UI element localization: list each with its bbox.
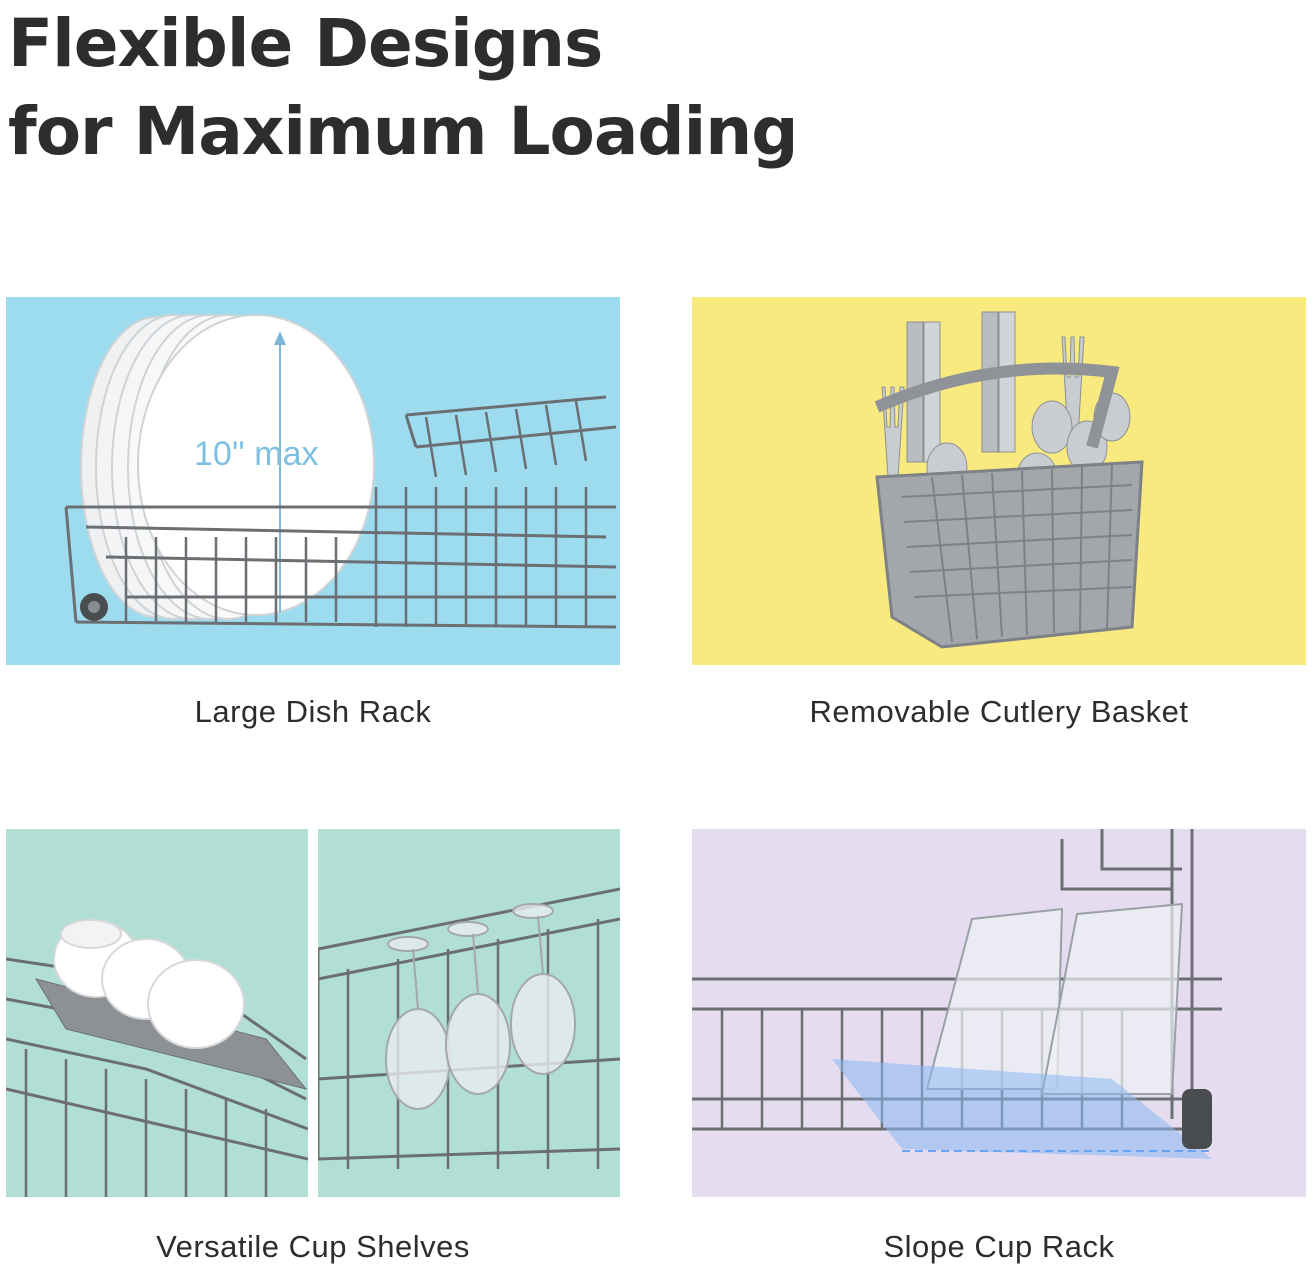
dish-rack-image: 10'' max — [6, 297, 620, 665]
title-line-2: for Maximum Loading — [8, 93, 799, 170]
title-line-1: Flexible Designs — [8, 5, 603, 82]
cup-shelves-icon — [6, 829, 308, 1197]
cutlery-basket-image — [692, 297, 1306, 665]
page-title: Flexible Designs for Maximum Loading — [8, 0, 799, 176]
dish-rack-icon: 10'' max — [6, 297, 620, 665]
caption-large-dish-rack: Large Dish Rack — [194, 694, 432, 729]
cup-shelf-image-left — [6, 829, 308, 1197]
slope-cup-rack-icon — [692, 829, 1306, 1197]
size-label: 10'' max — [194, 435, 318, 473]
cutlery-basket-icon — [692, 297, 1306, 665]
wine-glass-shelf-icon — [318, 829, 620, 1197]
caption-cup-shelves: Versatile Cup Shelves — [156, 1229, 470, 1264]
cup-shelf-image-right — [318, 829, 620, 1197]
caption-cutlery-basket: Removable Cutlery Basket — [809, 694, 1189, 729]
slope-cup-rack-image — [692, 829, 1306, 1197]
caption-slope-cup-rack: Slope Cup Rack — [883, 1229, 1115, 1264]
